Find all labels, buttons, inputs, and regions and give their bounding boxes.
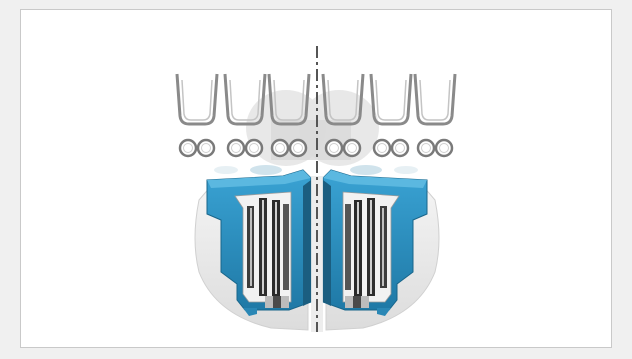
ring-pair-icon [374, 140, 408, 156]
seal-cross-section-illustration [21, 10, 613, 349]
ring-pair-icon [180, 140, 214, 156]
background-glow [246, 90, 379, 166]
figure-panel [20, 9, 612, 348]
ring-pair-icon [418, 140, 452, 156]
ring-pair-icon [228, 140, 262, 156]
clip-wire-icon [177, 74, 217, 124]
clip-wire-icon [415, 74, 455, 124]
